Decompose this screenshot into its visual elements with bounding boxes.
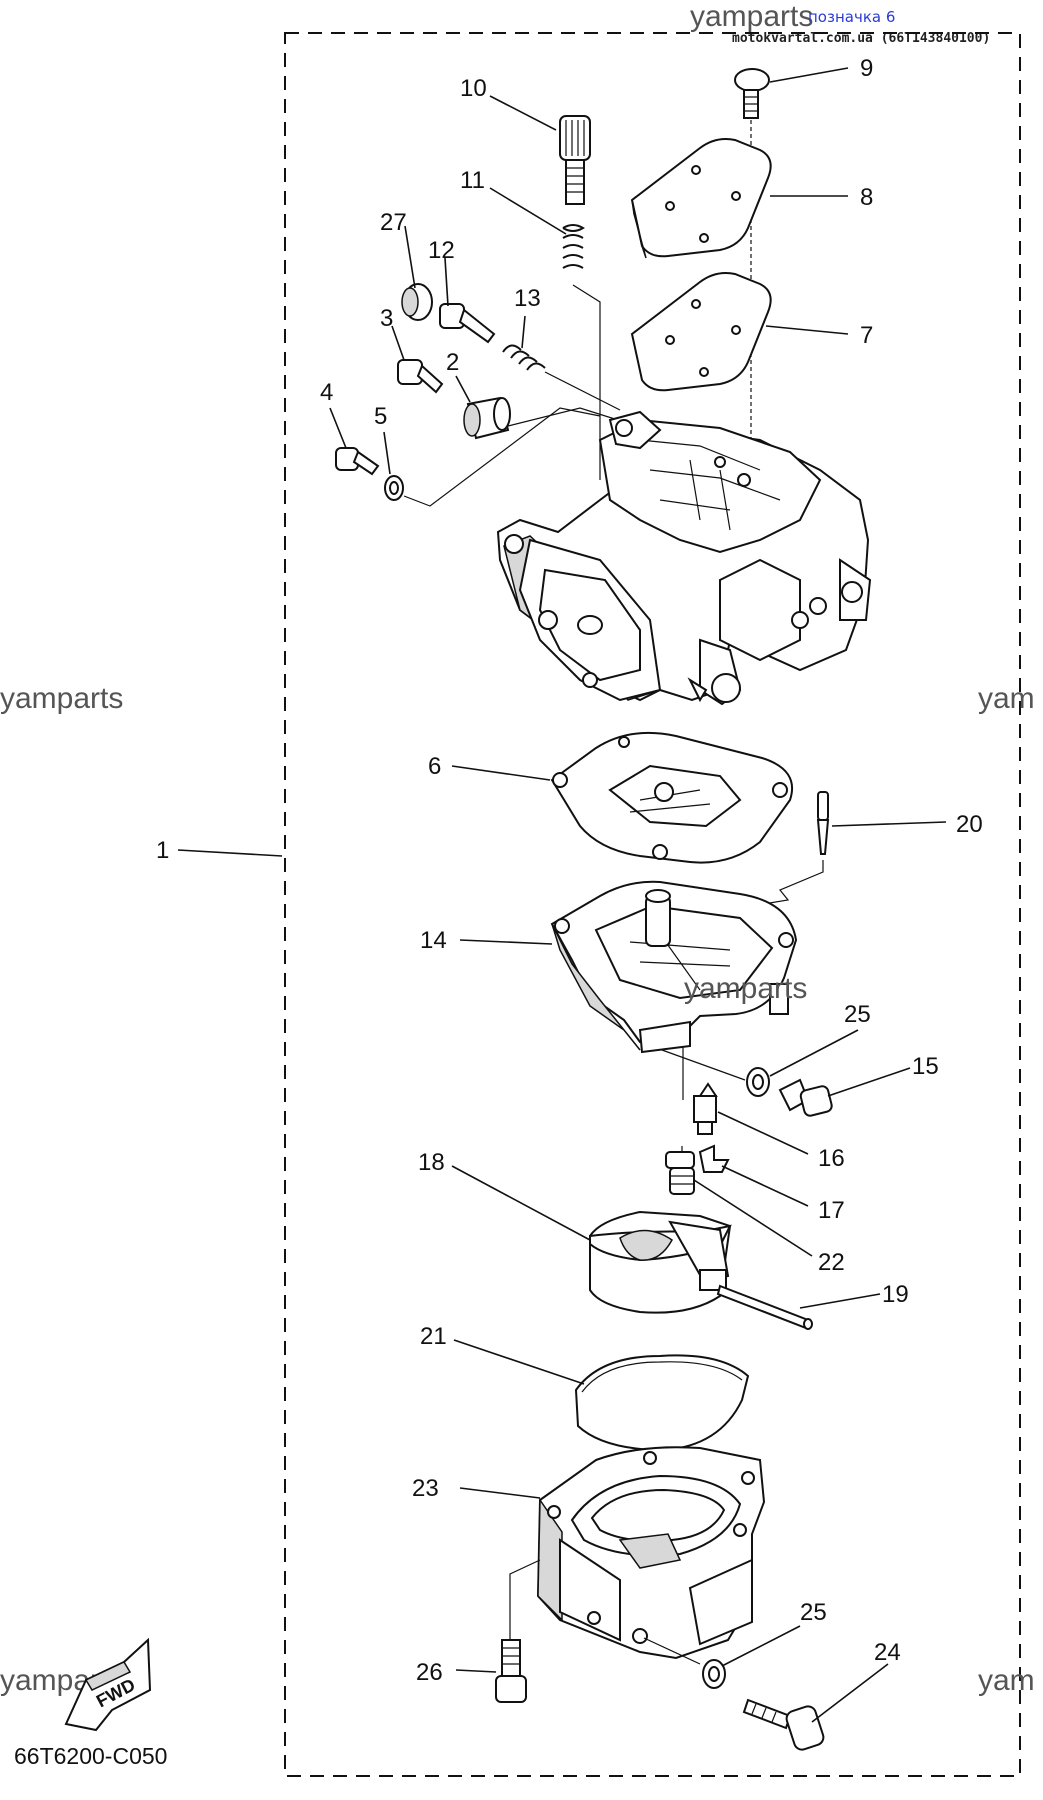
part-4-screw: [335, 447, 380, 476]
callout-9: 9: [860, 55, 873, 82]
callout-17: 17: [818, 1197, 845, 1224]
callouts: 10 11 27 12 13 3 2 4 5 9 8 7 6 20 1 14 2…: [156, 55, 983, 1686]
part-27-cap: [401, 283, 433, 321]
callout-20: 20: [956, 811, 983, 838]
leader-lines: [177, 67, 947, 1723]
callout-6: 6: [428, 753, 441, 780]
part-25a-oring: [746, 1067, 770, 1097]
callout-7: 7: [860, 322, 873, 349]
callout-21: 21: [420, 1323, 447, 1350]
callout-12: 12: [428, 237, 455, 264]
part-23-float-chamber: [536, 1446, 766, 1660]
callout-13: 13: [514, 285, 541, 312]
callout-10: 10: [460, 75, 487, 102]
part-13-spring: [502, 344, 546, 371]
part-25b-oring: [702, 1659, 726, 1689]
part-3-screw: [397, 359, 444, 394]
callout-18: 18: [418, 1149, 445, 1176]
part-20-needle: [816, 791, 830, 855]
watermark-top: yamparts: [690, 0, 813, 33]
part-7-gasket: [630, 272, 772, 392]
part-14-body: [550, 880, 798, 1054]
part-5-oring: [384, 475, 404, 501]
callout-23: 23: [412, 1475, 439, 1502]
callout-5: 5: [374, 403, 387, 430]
part-19-pin: [716, 1284, 813, 1330]
part-15-screw: [778, 1078, 833, 1117]
callout-2: 2: [446, 349, 459, 376]
part-18-float: [589, 1210, 732, 1314]
callout-4: 4: [320, 379, 333, 406]
part-6-gasket: [550, 731, 794, 864]
header-site: motokvartal.com.ua (66T143840100): [732, 31, 990, 46]
header-label: позначка 6: [808, 8, 895, 26]
callout-11: 11: [460, 167, 485, 194]
callout-22: 22: [818, 1249, 845, 1276]
assembly-boundary: [284, 32, 1021, 1777]
callout-14: 14: [420, 927, 447, 954]
watermark-right-mid: yam: [978, 682, 1035, 715]
callout-8: 8: [860, 184, 873, 211]
callout-1: 1: [156, 837, 169, 864]
part-21-gasket: [574, 1354, 750, 1452]
callout-3: 3: [380, 305, 393, 332]
part-8-cover: [630, 138, 772, 259]
carburetor-body: [496, 410, 872, 706]
callout-25a: 25: [844, 1001, 871, 1028]
watermark-center: yamparts: [684, 972, 807, 1005]
diagram-code: 66T6200-C050: [14, 1743, 167, 1769]
part-24-drain-screw: [742, 1698, 825, 1751]
callout-24: 24: [874, 1639, 901, 1666]
callout-27: 27: [380, 209, 407, 236]
part-16-needle-valve: [693, 1082, 718, 1135]
part-17-clip: [698, 1144, 730, 1173]
part-10-screw: [559, 115, 591, 205]
fwd-arrow-icon: FWD: [64, 1637, 152, 1732]
watermark-right-bottom: yam: [978, 1664, 1035, 1697]
callout-16: 16: [818, 1145, 845, 1172]
part-2-jet: [463, 396, 511, 440]
part-26-screw: [495, 1639, 527, 1703]
part-22-main-jet: [665, 1146, 695, 1195]
watermark-left-mid: yamparts: [0, 682, 123, 715]
part-11-spring: [562, 224, 585, 269]
part-9-screw: [734, 68, 770, 119]
part-12-screw: [439, 303, 496, 344]
callout-19: 19: [882, 1281, 909, 1308]
callout-25b: 25: [800, 1599, 827, 1626]
callout-26: 26: [416, 1659, 443, 1686]
callout-15: 15: [912, 1053, 939, 1080]
